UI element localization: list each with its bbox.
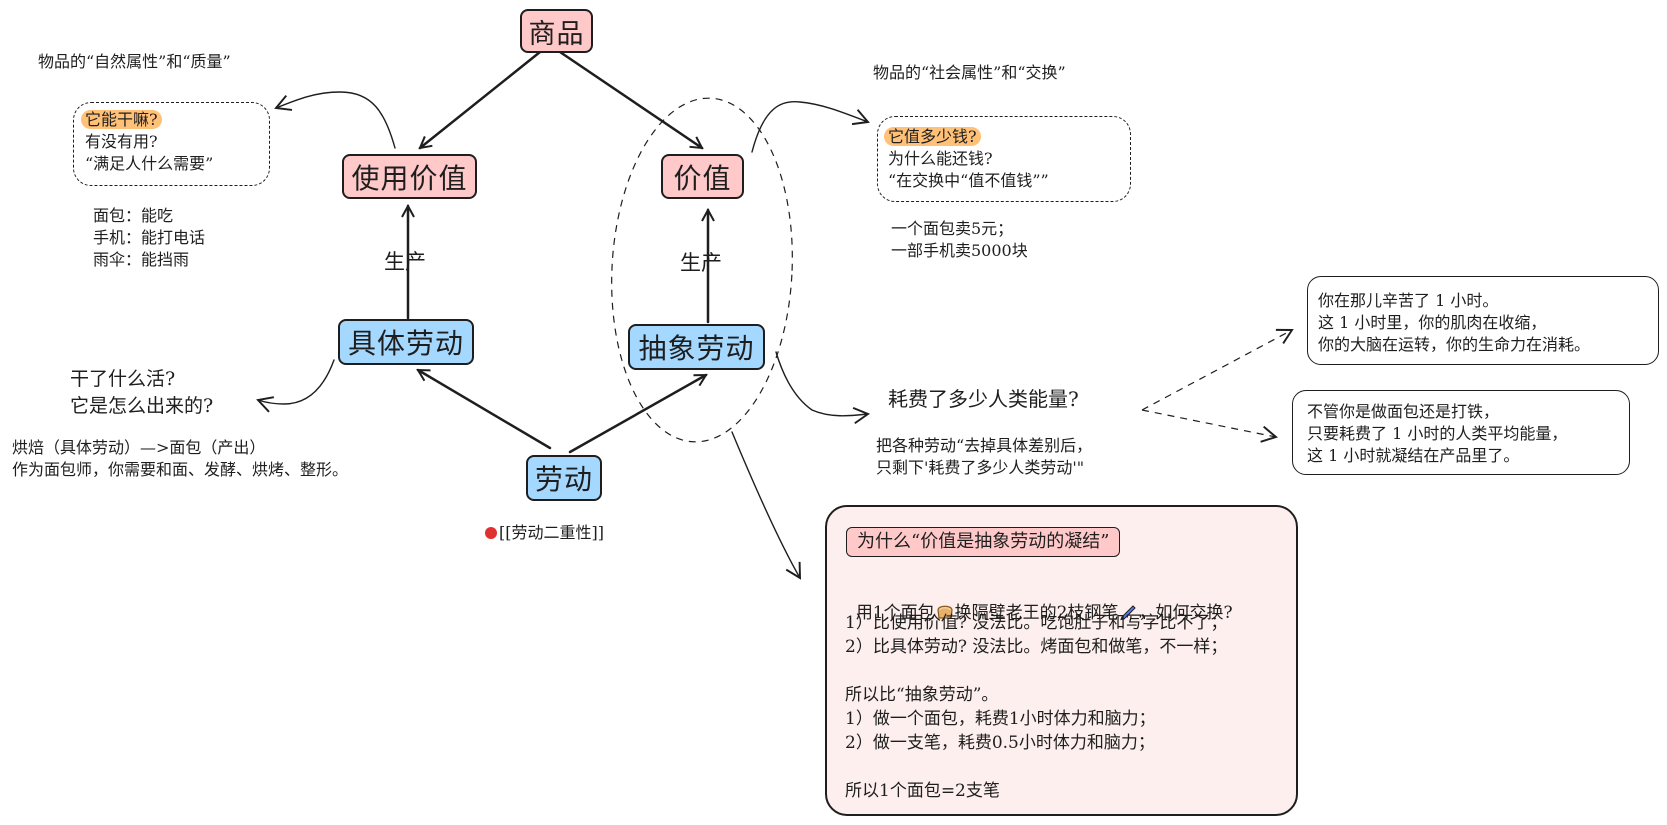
labor-link[interactable]: [[劳动二重性]]	[485, 522, 604, 544]
use-value-heading: 物品的“自然属性”和“质量”	[38, 52, 231, 71]
value-question-lines: 为什么能还钱? “在交换中“值不值钱””	[888, 149, 1049, 190]
abstract-explanation: 把各种劳动“去掉具体差别后， 只剩下'耗费了多少人类劳动'"	[876, 436, 1093, 477]
value-group-ellipse	[611, 97, 793, 443]
pin-icon	[485, 527, 497, 539]
edge-labor-abstract	[568, 373, 706, 454]
value-question-highlight: 它值多少钱?	[884, 126, 981, 148]
curve-abstract-explain	[731, 431, 802, 580]
pen-icon	[1120, 605, 1137, 621]
dashed-to-note2	[1141, 409, 1278, 443]
curve-abstract-question	[775, 351, 871, 425]
node-abstract-labor[interactable]: 抽象劳动	[628, 324, 765, 370]
bread-icon	[937, 605, 953, 619]
node-use-value[interactable]: 使用价值	[342, 154, 477, 199]
concrete-example: 烘焙（具体劳动）—>面包（产出） 作为面包师，你需要和面、发酵、烘烤、整形。	[12, 438, 349, 479]
value-question-box	[877, 116, 1131, 202]
note-box-2	[1292, 390, 1630, 475]
explain-title: 为什么“价值是抽象劳动的凝结”	[846, 527, 1121, 557]
note-1: 你在那儿辛苦了 1 小时。 这 1 小时里，你的肌肉在收缩， 你的大脑在运转，你…	[1318, 291, 1591, 354]
edge-commodity-usevalue	[420, 50, 542, 148]
explain-exchange-line: 用1个面包换隔壁老王的2枝钢笔，如何交换?	[855, 603, 1233, 623]
edge-labor-concrete	[418, 368, 552, 450]
value-heading: 物品的“社会属性”和“交换”	[873, 63, 1066, 82]
node-value[interactable]: 价值	[661, 154, 744, 199]
node-commodity[interactable]: 商品	[520, 9, 593, 53]
use-value-question-lines: 有没有用? “满足人什么需要”	[85, 132, 214, 173]
curve-value-note	[751, 100, 870, 153]
note-2: 不管你是做面包还是打铁， 只要耗费了 1 小时的人类平均能量， 这 1 小时就凝…	[1307, 402, 1568, 465]
dashed-to-note1	[1141, 328, 1294, 411]
use-value-examples: 面包：能吃 手机：能打电话 雨伞：能挡雨	[93, 206, 206, 269]
use-value-question-highlight: 它能干嘛?	[81, 109, 162, 131]
edge-commodity-value	[558, 50, 702, 150]
use-value-question-box	[73, 102, 270, 186]
concrete-question: 干了什么活? 它是怎么出来的?	[70, 368, 214, 417]
node-concrete-labor[interactable]: 具体劳动	[338, 319, 474, 365]
node-labor[interactable]: 劳动	[526, 455, 602, 501]
explain-body: 1）比使用价值? 没法比。吃饱肚子和写字比不了； 2）比具体劳动? 没法比。烤面…	[845, 613, 1228, 801]
curve-concrete-question	[256, 359, 335, 413]
edge-label-produce-right: 生产	[680, 251, 722, 275]
value-examples: 一个面包卖5元； 一部手机卖5000块	[891, 219, 1028, 260]
note-box-1	[1307, 276, 1659, 365]
abstract-question: 耗费了多少人类能量?	[888, 387, 1079, 411]
curve-usevalue-note	[274, 91, 396, 149]
edge-label-produce-left: 生产	[384, 250, 426, 274]
